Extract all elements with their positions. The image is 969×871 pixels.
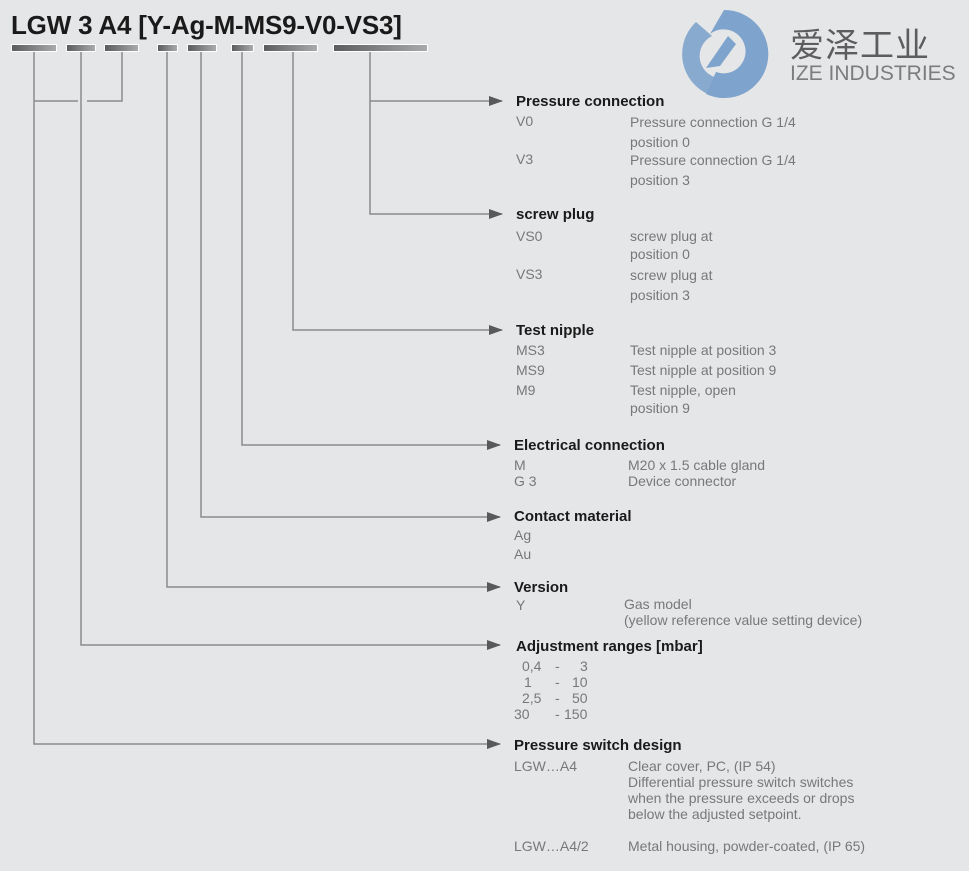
desc-ms9: Test nipple at position 9 <box>630 362 777 378</box>
desc-g3: Device connector <box>628 473 737 489</box>
model-code-title: LGW 3 A4 [Y-Ag-M-MS9-V0-VS3] <box>11 10 402 40</box>
code-v0: V0 <box>516 113 534 129</box>
code-lgw-a4-2: LGW…A4/2 <box>514 838 589 854</box>
desc-ms3: Test nipple at position 3 <box>630 342 777 358</box>
segment-bar-range <box>66 44 96 52</box>
range-sep: - <box>555 690 560 706</box>
range-sep: - <box>555 706 560 722</box>
brand-name-english: IZE INDUSTRIES <box>790 62 956 85</box>
segment-bar-contact <box>187 44 217 52</box>
code-g3: G 3 <box>514 473 537 489</box>
desc-m9: Test nipple, open position 9 <box>630 382 736 416</box>
code-y: Y <box>516 597 526 613</box>
heading-adjustment-ranges: Adjustment ranges [mbar] <box>516 638 703 655</box>
code-v3: V3 <box>516 151 534 167</box>
ize-logo-icon <box>682 9 769 98</box>
range-to: 150 <box>564 706 588 722</box>
desc-vs0: screw plug at position 0 <box>630 228 713 262</box>
segment-bar-test-nipple <box>263 44 318 52</box>
desc-y: Gas model (yellow reference value settin… <box>624 596 863 628</box>
range-from: 2,5 <box>522 690 542 706</box>
code-m: M <box>514 457 526 473</box>
desc-vs3: screw plug at position 3 <box>630 267 713 303</box>
desc-v0: Pressure connection G 1/4 position 0 <box>630 114 796 150</box>
segment-bar-version <box>157 44 178 52</box>
range-to: 10 <box>572 674 588 690</box>
heading-screw-plug: screw plug <box>516 206 595 223</box>
heading-pressure-switch-design: Pressure switch design <box>514 737 682 754</box>
segment-bar-lgw <box>11 44 57 52</box>
code-m9: M9 <box>516 382 536 398</box>
code-ms3: MS3 <box>516 342 545 358</box>
range-from: 30 <box>514 706 530 722</box>
range-sep: - <box>555 658 560 674</box>
desc-m: M20 x 1.5 cable gland <box>628 457 765 473</box>
desc-v3: Pressure connection G 1/4 position 3 <box>630 152 796 188</box>
heading-test-nipple: Test nipple <box>516 322 595 339</box>
segment-bar-pressure-conn <box>333 44 428 52</box>
code-vs0: VS0 <box>516 228 543 244</box>
segment-bar-electrical <box>231 44 254 52</box>
heading-version: Version <box>514 579 569 596</box>
brand-name-chinese: 爱泽工业 <box>790 26 930 66</box>
heading-electrical-connection: Electrical connection <box>514 437 665 454</box>
code-ag: Ag <box>514 527 532 543</box>
code-ms9: MS9 <box>516 362 545 378</box>
segment-bar-design <box>104 44 139 52</box>
code-au: Au <box>514 546 532 562</box>
range-to: 50 <box>572 690 588 706</box>
code-lgw-a4: LGW…A4 <box>514 758 578 774</box>
heading-contact-material: Contact material <box>514 508 632 525</box>
range-from: 1 <box>524 674 532 690</box>
desc-lgw-a4: Clear cover, PC, (IP 54) Differential pr… <box>628 758 855 822</box>
desc-lgw-a4-2: Metal housing, powder-coated, (IP 65) <box>628 838 866 854</box>
range-from: 0,4 <box>522 658 542 674</box>
range-sep: - <box>555 674 560 690</box>
heading-pressure-connection: Pressure connection <box>516 93 665 110</box>
range-to: 3 <box>580 658 588 674</box>
code-vs3: VS3 <box>516 266 543 282</box>
